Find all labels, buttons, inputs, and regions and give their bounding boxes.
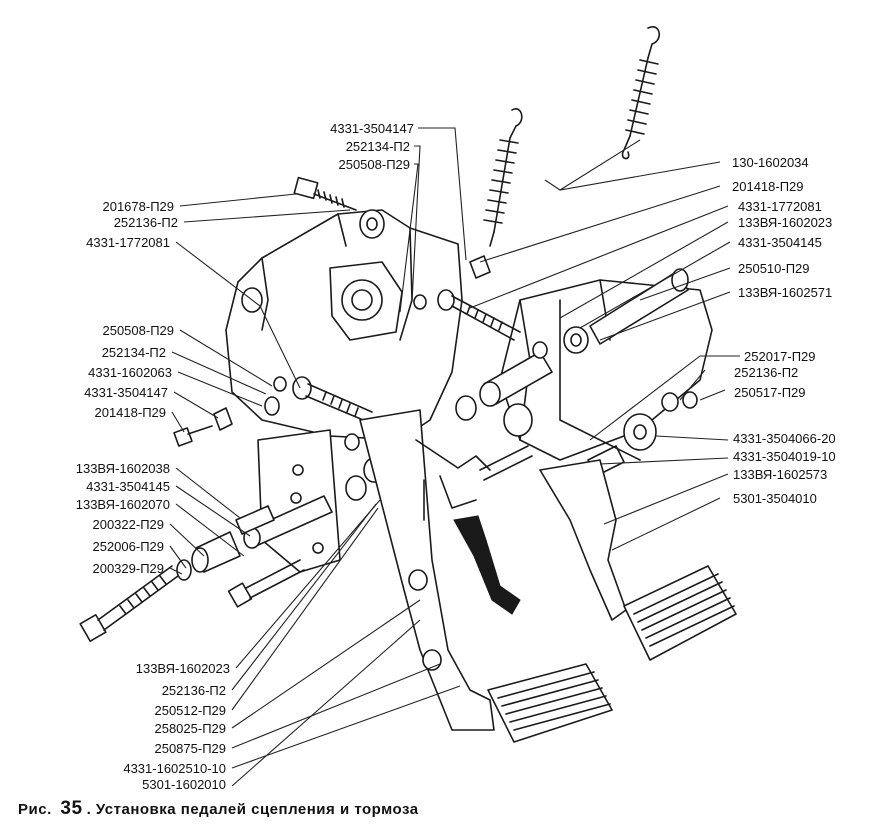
push-rod-dark: [453, 515, 521, 615]
pedal-assembly-diagram: 130-1602034 201418-П29 4331-1772081 133В…: [76, 26, 836, 790]
callout-label: 252017-П29: [744, 349, 816, 364]
callout-labels: 130-1602034 201418-П29 4331-1772081 133В…: [76, 121, 836, 790]
callout-label: 4331-1772081: [738, 199, 822, 214]
callout-label: 252136-П2: [114, 215, 178, 230]
callout-label: 250512-П29: [154, 703, 226, 718]
callout-label: 133ВЯ-1602023: [136, 661, 230, 676]
linkage-lines: [415, 299, 641, 521]
callout-label: 201418-П29: [732, 179, 804, 194]
callout-label: 4331-1602510-10: [123, 761, 226, 776]
callout-label: 200329-П29: [92, 561, 164, 576]
small-bolt-left: [173, 425, 213, 447]
callout-label: 252134-П2: [102, 345, 166, 360]
bottom-long-bolt: [79, 565, 179, 642]
return-spring-short: [483, 108, 523, 247]
callout-label: 4331-1602063: [88, 365, 172, 380]
callout-label: 4331-3504019-10: [733, 449, 836, 464]
bushing-right: [455, 351, 553, 421]
callout-label: 252136-П2: [162, 683, 226, 698]
callout-label: 5301-3504010: [733, 491, 817, 506]
callout-label: 133ВЯ-1602023: [738, 215, 832, 230]
callout-label: 133ВЯ-1602573: [733, 467, 827, 482]
callout-label: 133ВЯ-1602571: [738, 285, 832, 300]
callout-label: 252136-П2: [734, 365, 798, 380]
bushing-left: [176, 531, 241, 581]
callout-label: 250875-П29: [154, 741, 226, 756]
clevis-pin: [479, 403, 625, 481]
callout-label: 4331-3504145: [86, 479, 170, 494]
callout-label: 133ВЯ-1602038: [76, 461, 170, 476]
callout-label: 5301-1602010: [142, 777, 226, 790]
callout-label: 250517-П29: [734, 385, 806, 400]
callout-label: 4331-1772081: [86, 235, 170, 250]
lower-shaft: [235, 495, 333, 549]
leader-lines: [169, 127, 740, 787]
caption-figure-number: 35: [60, 798, 83, 819]
callout-label: 252134-П2: [346, 139, 410, 154]
callout-label: 4331-3504066-20: [733, 431, 836, 446]
return-spring-long: [621, 26, 660, 160]
assembly-drawing: [79, 26, 737, 743]
brake-pedal: [539, 459, 737, 661]
callout-label: 252006-П29: [92, 539, 164, 554]
callout-label: 133ВЯ-1602070: [76, 497, 170, 512]
callout-label: 250508-П29: [338, 157, 410, 172]
caption-prefix: Рис.: [18, 801, 52, 818]
caption-title: . Установка педалей сцепления и тормоза: [86, 801, 419, 818]
lower-left-bracket: [257, 429, 341, 573]
figure-caption: Рис. 35. Установка педалей сцепления и т…: [18, 798, 419, 820]
short-bolt: [227, 559, 305, 608]
callout-label: 4331-3504147: [84, 385, 168, 400]
callout-label: 4331-3504145: [738, 235, 822, 250]
callout-label: 200322-П29: [92, 517, 164, 532]
callout-label: 201678-П29: [102, 199, 174, 214]
callout-label: 250510-П29: [738, 261, 810, 276]
callout-label: 4331-3504147: [330, 121, 414, 136]
callout-label: 130-1602034: [732, 155, 809, 170]
callout-label: 201418-П29: [94, 405, 166, 420]
callout-label: 258025-П29: [154, 721, 226, 736]
callout-label: 250508-П29: [102, 323, 174, 338]
upper-bolt: [293, 176, 357, 211]
long-bolt-center: [437, 289, 521, 341]
